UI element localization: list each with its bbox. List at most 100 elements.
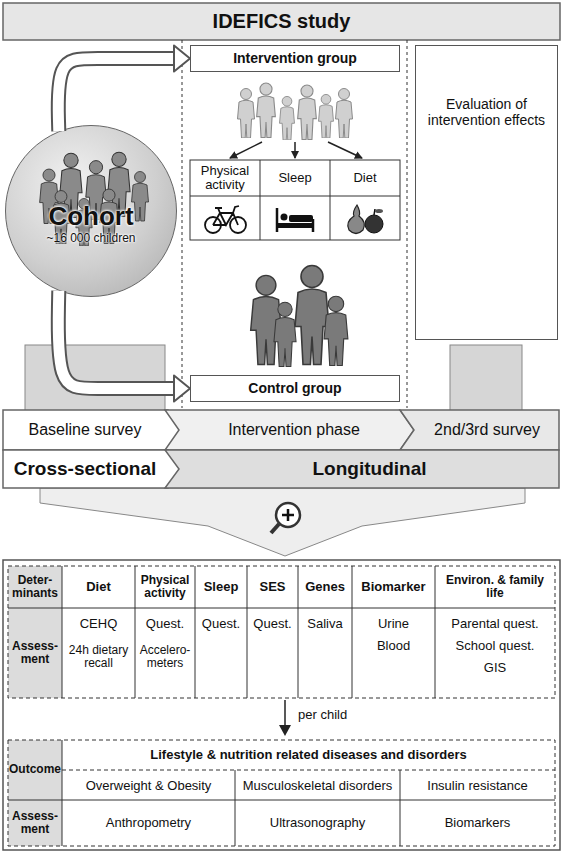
table-cell: SES — [247, 566, 298, 608]
timeline-band: Longitudinal — [165, 450, 560, 488]
table-line — [62, 740, 63, 846]
process-box: Control group — [190, 375, 400, 402]
table-cell: Genes — [298, 566, 352, 608]
pear — [348, 205, 365, 234]
table-line — [330, 160, 331, 240]
connector-head — [174, 46, 190, 72]
timeline-band: Cross-sectional — [3, 450, 183, 488]
bicycle-frame — [213, 206, 239, 225]
person-icon — [280, 96, 295, 140]
connector-body — [58, 291, 175, 389]
apple — [365, 215, 383, 233]
table-line — [260, 160, 261, 240]
table-cell: 24h dietary recall — [62, 636, 135, 678]
table-line — [400, 770, 401, 846]
process-box: Evaluation of intervention effects — [415, 45, 558, 340]
per-child-arrow — [284, 700, 286, 727]
bed-mattress — [277, 223, 313, 228]
table-cell: Parental quest. — [435, 614, 555, 634]
table-cell: Quest. — [195, 614, 247, 634]
table-cell: Sleep — [260, 160, 330, 196]
table-cell: Anthropometry — [62, 800, 235, 846]
table-cell: Environ. & family life — [435, 566, 555, 608]
table-line — [62, 566, 63, 698]
bed-icon — [277, 208, 313, 232]
node-heading: Baseline survey — [29, 421, 142, 439]
band-outline — [165, 410, 414, 450]
bicycle-icon — [205, 206, 246, 233]
timeline-band: 2nd/3rd survey — [400, 410, 560, 450]
table-cell: Quest. — [135, 614, 195, 634]
node-heading: Longitudinal — [313, 458, 427, 480]
person-icon — [336, 89, 353, 139]
connector-outline — [58, 291, 175, 389]
person-icon — [324, 296, 348, 365]
magnifier-handle — [271, 524, 279, 533]
table-line — [8, 608, 555, 609]
node-body: ~16 000 children — [46, 232, 135, 246]
table-cell: Diet — [62, 566, 135, 608]
determinants-table — [8, 566, 555, 698]
apple-stem — [374, 209, 375, 215]
timeline-band: Intervention phase — [165, 410, 415, 450]
table-line — [298, 566, 299, 698]
per-child-arrowhead — [279, 725, 291, 736]
table-cell: Lifestyle & nutrition related diseases a… — [62, 742, 555, 768]
group-arrow — [58, 291, 190, 402]
table-cell: Quest. — [247, 614, 298, 634]
row-header-fill — [8, 566, 62, 698]
table-cell: Biomarker — [352, 566, 435, 608]
person-icon — [274, 302, 296, 366]
connector-outline — [58, 59, 175, 132]
table-cell: School quest. — [435, 636, 555, 656]
table-line — [435, 566, 436, 698]
table-cell: Diet — [330, 160, 400, 196]
intervention-table — [190, 160, 400, 240]
table-line — [247, 566, 248, 698]
table-cell: Sleep — [195, 566, 247, 608]
node-heading: Cross-sectional — [14, 458, 157, 480]
pointer-arrow — [230, 142, 262, 158]
determinants-grid — [8, 566, 555, 698]
annotation: per child — [296, 704, 406, 726]
person-icon — [298, 85, 317, 139]
table-cell: Musculoskeletal disorders — [235, 772, 400, 800]
person-icon — [238, 89, 255, 139]
table-cell: Assess- ment — [8, 608, 62, 698]
table-cell: Ultrasonography — [235, 800, 400, 846]
title-bar — [3, 3, 560, 40]
intervention-people — [238, 83, 353, 140]
person-icon — [319, 94, 334, 138]
pillar — [450, 345, 522, 411]
table-line — [190, 196, 400, 197]
band-outline — [3, 450, 182, 488]
timeline-band: Baseline survey — [3, 410, 183, 450]
table-cell: Accelero- meters — [135, 636, 195, 678]
table-line — [235, 770, 236, 846]
control-people — [251, 266, 348, 367]
row-header-fill — [8, 740, 62, 846]
table-cell: Insulin resistance — [400, 772, 555, 800]
node-heading: Intervention phase — [228, 421, 360, 439]
zoom-funnel — [40, 488, 525, 556]
table-line — [62, 770, 555, 771]
table-cell: Physical activity — [190, 160, 260, 196]
table-cell: Urine — [352, 614, 435, 634]
bed-blanket — [289, 215, 313, 222]
table-cell: Assess- ment — [8, 800, 62, 846]
connector-head — [174, 376, 190, 402]
diagram-title: IDEFICS study — [3, 3, 560, 40]
table-cell: Blood — [352, 636, 435, 656]
connector-body — [58, 59, 175, 132]
fruit-icon — [348, 205, 383, 234]
apple-leaf — [375, 209, 383, 213]
table-line — [195, 566, 196, 698]
person-icon — [295, 266, 329, 365]
band-outline — [165, 450, 559, 488]
node-heading: Control group — [248, 380, 341, 396]
node-heading: 2nd/3rd survey — [434, 421, 540, 439]
outcome-grid — [8, 740, 555, 846]
table-cell: Overweight & Obesity — [62, 772, 235, 800]
pointer-arrow — [294, 142, 296, 158]
pillar — [25, 345, 165, 411]
